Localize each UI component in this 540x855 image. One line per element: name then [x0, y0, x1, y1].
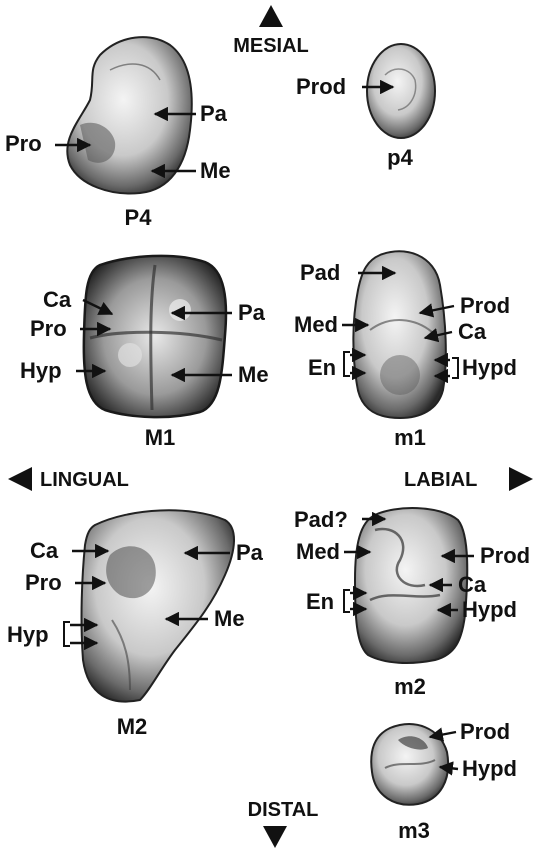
- distal-label: DISTAL: [248, 799, 319, 821]
- lingual-label: LINGUAL: [40, 469, 129, 491]
- label-M1-Pa: Pa: [238, 300, 266, 325]
- tooth-M1: M1 Ca Pro Hyp Pa Me: [20, 256, 269, 450]
- label-p4-Prod: Prod: [296, 74, 346, 99]
- label-M2-Hyp: Hyp: [7, 622, 49, 647]
- tooth-m3: m3 Prod Hypd: [371, 719, 517, 843]
- label-M2-Pa: Pa: [236, 540, 264, 565]
- labial-triangle-icon: [509, 467, 533, 491]
- label-M1-Pro: Pro: [30, 316, 67, 341]
- label-M1-Ca: Ca: [43, 287, 72, 312]
- label-m2-Ca: Ca: [458, 572, 487, 597]
- label-m1-En: En: [308, 355, 336, 380]
- label-m2-Pad: Pad?: [294, 507, 348, 532]
- label-P4-Pro: Pro: [5, 131, 42, 156]
- bracket-m1-En: [344, 352, 350, 376]
- label-m3-Hypd: Hypd: [462, 756, 517, 781]
- label-M1-Me: Me: [238, 362, 269, 387]
- label-m2-En: En: [306, 589, 334, 614]
- caption-m1: m1: [394, 425, 426, 450]
- caption-M1: M1: [145, 425, 176, 450]
- label-m1-Prod: Prod: [460, 293, 510, 318]
- bracket-m1-Hypd: [452, 358, 458, 378]
- label-m2-Prod: Prod: [480, 543, 530, 568]
- label-m2-Med: Med: [296, 539, 340, 564]
- lingual-triangle-icon: [8, 467, 32, 491]
- tooth-M2: M2 Ca Pro Hyp Pa Me: [7, 510, 264, 739]
- caption-m2: m2: [394, 674, 426, 699]
- mesial-label: MESIAL: [233, 35, 309, 57]
- label-M2-Me: Me: [214, 606, 245, 631]
- label-M2-Pro: Pro: [25, 570, 62, 595]
- distal-triangle-icon: [263, 826, 287, 848]
- label-m2-Hypd: Hypd: [462, 597, 517, 622]
- label-m3-Prod: Prod: [460, 719, 510, 744]
- tooth-P4: P4 Pa Pro Me: [5, 37, 231, 230]
- label-M1-Hyp: Hyp: [20, 358, 62, 383]
- label-m1-Hypd: Hypd: [462, 355, 517, 380]
- bracket-m2-En: [344, 590, 350, 612]
- caption-P4: P4: [125, 205, 153, 230]
- tooth-m1: m1 Pad Prod Med Ca En Hypd: [294, 251, 517, 450]
- label-m1-Med: Med: [294, 312, 338, 337]
- label-P4-Me: Me: [200, 158, 231, 183]
- tooth-m2: m2 Pad? Med Prod Ca En Hypd: [294, 507, 530, 699]
- mesial-triangle-icon: [259, 5, 283, 27]
- tooth-p4: p4 Prod: [296, 44, 435, 170]
- labial-label: LABIAL: [404, 469, 477, 491]
- label-m1-Pad: Pad: [300, 260, 340, 285]
- caption-M2: M2: [117, 714, 148, 739]
- caption-p4: p4: [387, 145, 413, 170]
- caption-m3: m3: [398, 818, 430, 843]
- label-m1-Ca: Ca: [458, 319, 487, 344]
- label-P4-Pa: Pa: [200, 101, 228, 126]
- label-M2-Ca: Ca: [30, 538, 59, 563]
- bracket-M2-Hyp: [64, 622, 70, 646]
